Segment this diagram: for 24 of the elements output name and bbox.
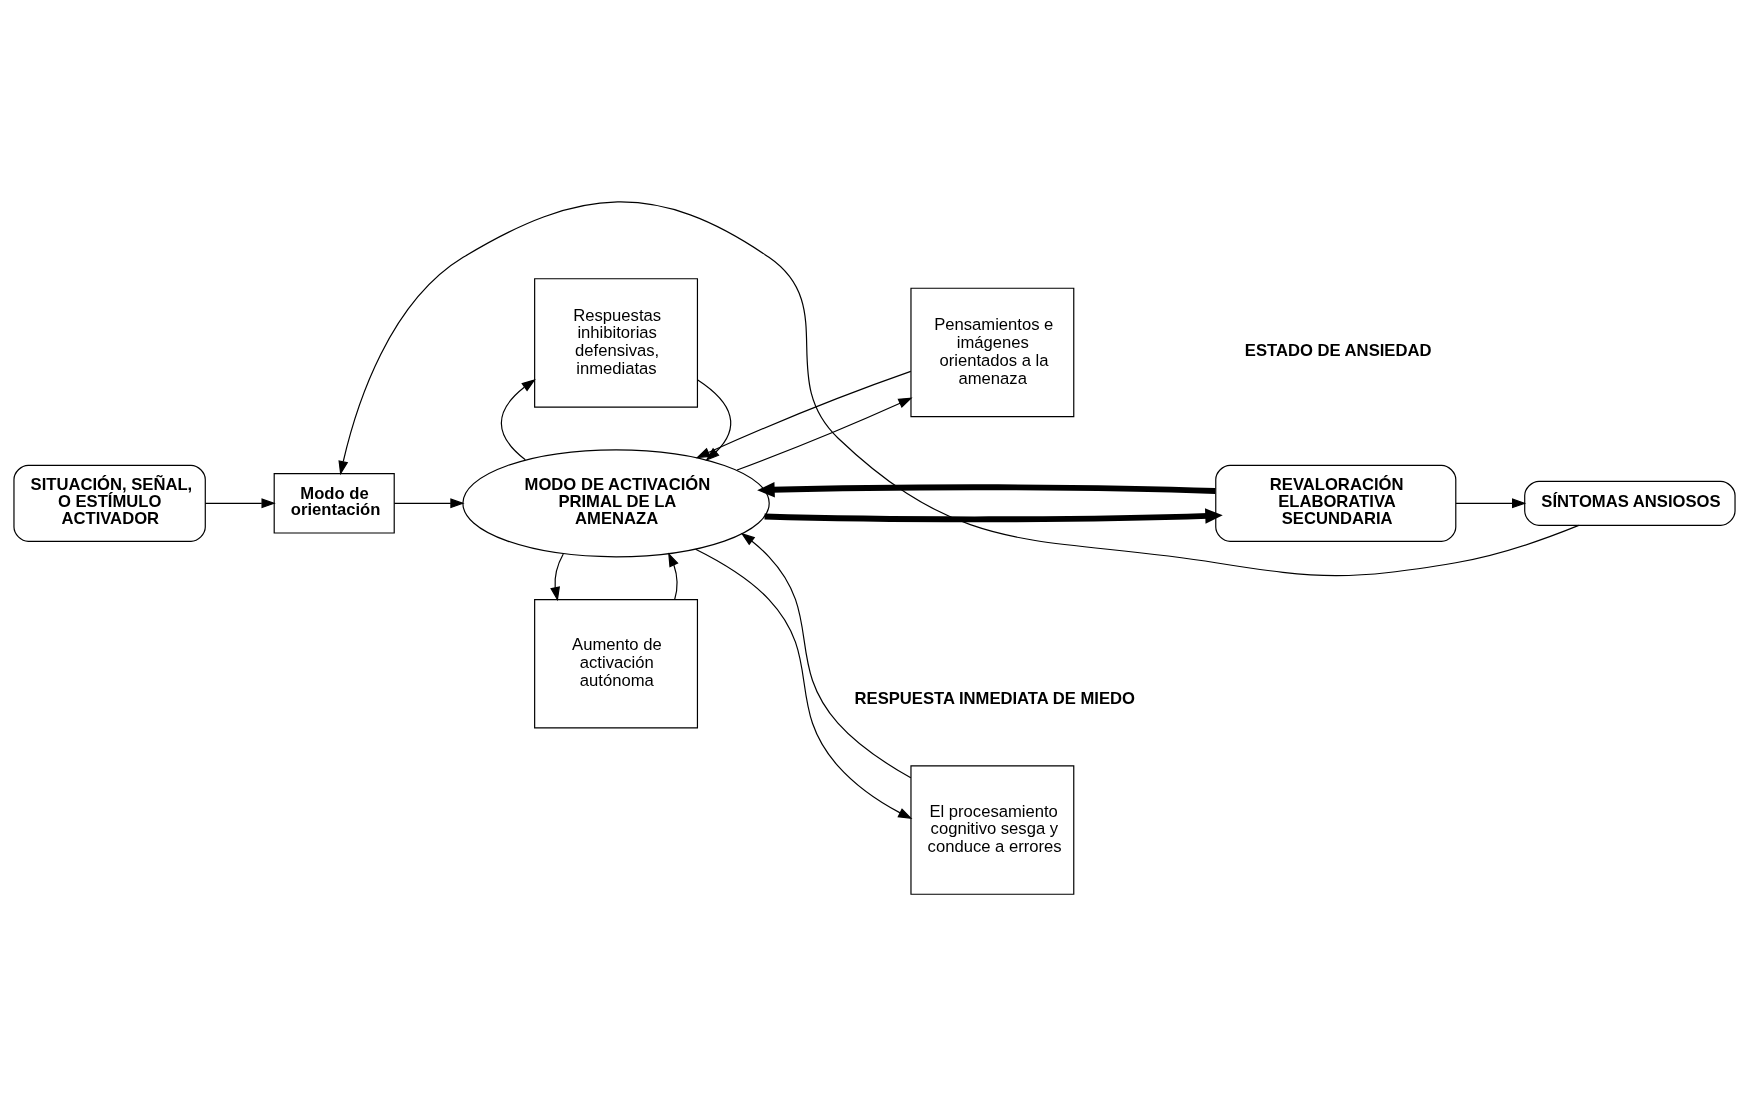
node-box: SITUACIÓN, SEÑAL, O ESTÍMULO ACTIVADOR xyxy=(13,464,206,542)
arrow xyxy=(550,552,564,601)
arrow xyxy=(740,532,912,778)
node-box: Respuestas inhibitorias defensivas, inmediatas xyxy=(534,277,699,408)
arrow xyxy=(204,497,276,508)
label: RESPUESTA INMEDIATA DE MIEDO xyxy=(854,688,1136,708)
arrow xyxy=(1455,497,1527,508)
arrow xyxy=(736,397,913,471)
arrow xyxy=(697,379,732,461)
arrow xyxy=(695,370,912,458)
node-box: El procesamiento cognitivo sesga y conduce a errores xyxy=(910,764,1075,895)
node-box: Aumento de activación autónoma xyxy=(534,598,699,728)
node-box: SÍNTOMAS ANSIOSOS xyxy=(1524,480,1736,526)
arrow xyxy=(338,200,1580,576)
arrow xyxy=(393,497,465,508)
node-box: Modo de orientación xyxy=(273,472,395,534)
arrow xyxy=(695,548,913,819)
arrow xyxy=(500,378,536,460)
node-box: Pensamientos e imágenes orientados a la amenaza xyxy=(910,287,1075,417)
arrow xyxy=(668,551,679,600)
arrow xyxy=(757,481,1216,497)
arrow xyxy=(764,507,1223,524)
label: ESTADO DE ANSIEDAD xyxy=(1244,340,1432,360)
node-box: REVALORACIÓN ELABORATIVA SECUNDARIA xyxy=(1215,464,1457,542)
